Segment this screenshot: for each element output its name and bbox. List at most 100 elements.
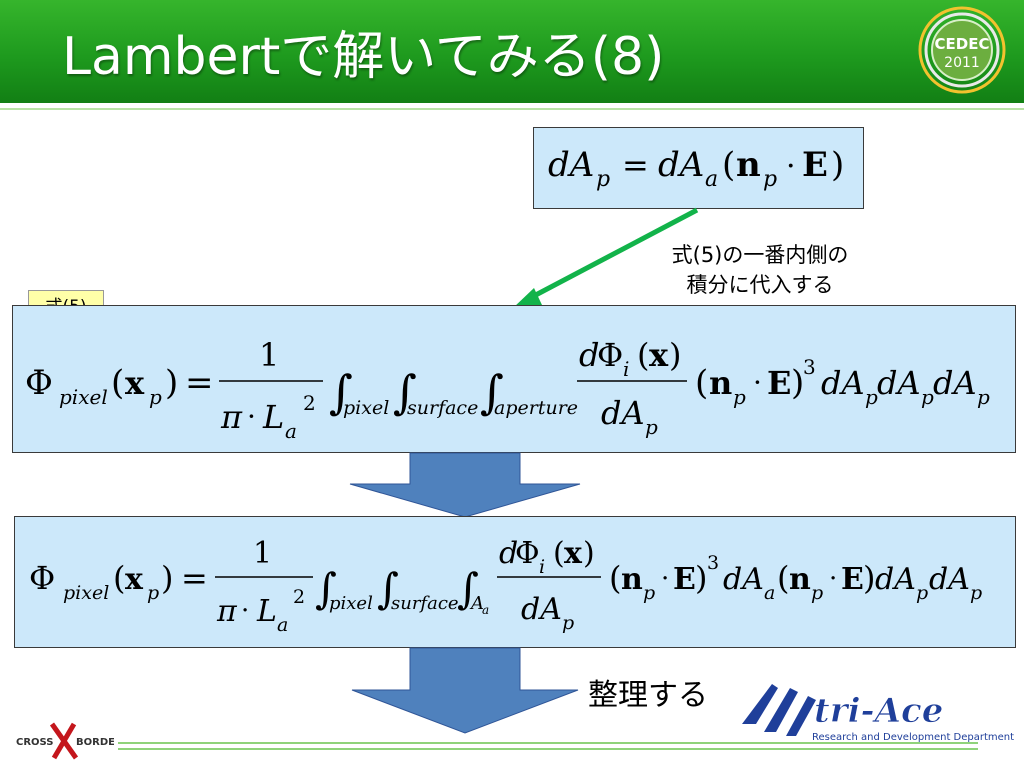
eqr-rparen: ) <box>161 559 173 597</box>
eq5-dA-1: dA <box>821 364 865 402</box>
eq5-int-surface: surface <box>407 397 478 419</box>
eq5-d: d <box>579 336 599 374</box>
eq5-phi-i: Φ <box>597 336 623 374</box>
eq5-dot2: · <box>753 366 762 399</box>
eq5-L: L <box>262 398 284 436</box>
eq5-rparen3: ) <box>791 363 804 403</box>
eqr-int-pixel: pixel <box>329 593 373 614</box>
note-line-2: 積分に代入する <box>686 273 834 297</box>
eq5-x: x <box>125 364 145 402</box>
eq5-x2: x <box>649 336 669 374</box>
eq-top-sub-a: a <box>705 167 718 192</box>
eqr-n-sub: p <box>643 582 655 604</box>
eqr-rparen2: ) <box>583 536 595 571</box>
eq5-n-sub: p <box>733 385 746 409</box>
eq5-dA-2-sub: p <box>921 385 934 409</box>
eq5-phi: Φ <box>25 363 53 403</box>
eqr-rparen4: ) <box>863 559 875 597</box>
eqr-n: n <box>621 562 643 597</box>
eqr-dA-p2: dA <box>929 562 970 597</box>
eq-top-lparen: ( <box>722 145 735 185</box>
eqr-lparen2: ( <box>553 536 565 571</box>
eqr-L-sub: a <box>277 614 288 636</box>
footer-line-1 <box>118 742 978 744</box>
eq5-lparen2: ( <box>637 336 649 374</box>
eqr-integral-1: ∫ <box>315 564 337 613</box>
note-line-1: 式(5)の一番内側の <box>671 243 849 267</box>
eq5-i-sub: i <box>623 357 629 381</box>
eqr-integral-3: ∫ <box>457 564 479 613</box>
simplify-caption: 整理する <box>588 678 708 713</box>
eq5-equals: = <box>185 363 214 403</box>
top-equation: dA p = dA a ( n p · E ) <box>548 145 844 192</box>
eq5-lparen: ( <box>111 363 124 403</box>
eq-top-dA2: dA <box>658 145 704 185</box>
eqr-i-sub: i <box>539 556 545 578</box>
eqr-n2-sub: p <box>811 582 823 604</box>
eq-top-rparen: ) <box>831 145 844 185</box>
eq5-phi-sub: pixel <box>59 385 108 409</box>
eqr-dot: · <box>241 596 249 626</box>
eq-top-E: E <box>802 145 828 185</box>
substitution-note: 式(5)の一番内側の 積分に代入する <box>620 240 900 300</box>
eq5-L-sub: a <box>285 419 297 443</box>
eqr-lparen: ( <box>113 559 125 597</box>
eqr-L-sup: 2 <box>293 586 305 608</box>
eq5-cube: 3 <box>803 355 816 379</box>
eqr-x: x <box>125 562 144 597</box>
crossborder-right: BORDER <box>76 737 114 748</box>
eq5-rparen: ) <box>165 363 178 403</box>
eqr-lparen3: ( <box>609 559 621 597</box>
eq5-integral-3: ∫ <box>480 365 504 419</box>
eqr-integral-2: ∫ <box>377 564 399 613</box>
eqr-x2: x <box>564 536 583 571</box>
eqr-dA-a: dA <box>723 562 764 597</box>
eqr-rparen3: ) <box>695 559 707 597</box>
eqr-phi-i: Φ <box>515 536 540 571</box>
eqr-n2: n <box>789 562 811 597</box>
eq-top-dA: dA <box>548 145 594 185</box>
eqr-x-sub: p <box>147 582 159 604</box>
eq5-one: 1 <box>259 336 279 374</box>
eqr-pi: π <box>216 594 238 629</box>
eq5-int-pixel: pixel <box>343 397 389 419</box>
eqr-dot2: · <box>661 564 669 594</box>
triace-dept: Research and Development Department <box>812 732 1014 743</box>
equation5: Φ pixel ( x p ) = 1 π · L a 2 ∫ pixel ∫ … <box>25 336 990 443</box>
eq5-dA-sub: p <box>645 415 658 439</box>
eqr-lparen4: ( <box>777 559 789 597</box>
cedec-logo-text: CEDEC <box>935 35 990 53</box>
eqr-E2: E <box>841 562 864 597</box>
crossborder-left: CROSS <box>16 737 54 748</box>
eq5-lparen3: ( <box>695 363 708 403</box>
eqr-dA-p1-sub: p <box>916 582 928 604</box>
eq-top-dot: · <box>786 149 796 184</box>
eqr-one: 1 <box>253 536 272 571</box>
eq5-dA-2: dA <box>877 364 921 402</box>
eq5-n: n <box>709 364 732 402</box>
eqr-L: L <box>256 594 277 629</box>
header-underline <box>0 108 1024 110</box>
footer-line-2 <box>118 748 978 750</box>
eq5-dA: dA <box>601 394 645 432</box>
eq-top-equals: = <box>622 146 649 184</box>
eqr-cube: 3 <box>707 552 719 574</box>
cedec-logo: CEDEC 2011 <box>918 6 1006 94</box>
eqr-dA: dA <box>521 592 562 627</box>
eq5-rparen2: ) <box>669 336 681 374</box>
eqr-int-A-sub: a <box>482 603 489 617</box>
eq-top-sub-p: p <box>596 167 610 192</box>
triace-logo: tri-Ace Research and Development Departm… <box>742 684 1014 743</box>
eq-top-n: n <box>736 145 761 185</box>
eq-top-sub-p2: p <box>763 167 777 192</box>
eqr-dA-sub: p <box>562 612 574 634</box>
eq5-L-sup: 2 <box>303 391 316 415</box>
eq5-x-sub: p <box>149 385 162 409</box>
x-mark-icon <box>49 722 79 760</box>
eqr-equals: = <box>181 559 208 597</box>
eqr-dot3: · <box>829 564 837 594</box>
cedec-logo-year: 2011 <box>944 55 980 71</box>
